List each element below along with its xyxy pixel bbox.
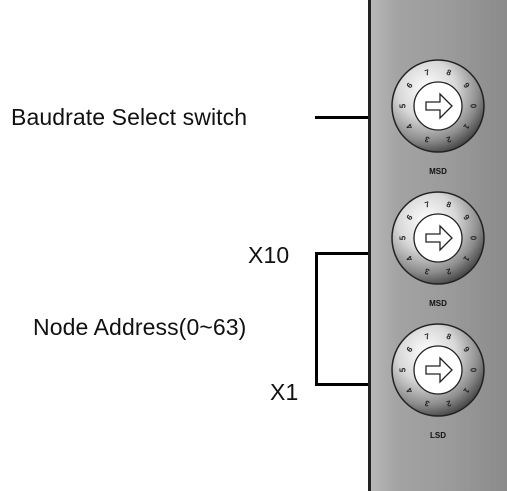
dial-digit-3: 3 — [423, 266, 431, 276]
baudrate-leader-line — [315, 116, 395, 119]
dial-digit-5: 5 — [399, 367, 408, 372]
dial-digit-7: 7 — [424, 332, 432, 342]
dial-digit-1: 1 — [461, 122, 471, 131]
baudrate-switch-caption: MSD — [429, 167, 447, 176]
panel-edge — [368, 0, 371, 491]
dial-digit-9: 9 — [461, 81, 471, 90]
dial-digit-9: 9 — [461, 213, 471, 222]
dial-digit-5: 5 — [399, 103, 408, 108]
dial-digit-4: 4 — [404, 386, 414, 395]
dial-digit-1: 1 — [461, 254, 471, 263]
dial-digit-2: 2 — [445, 398, 453, 408]
rotary-switch-icon: 0 12 34 5 67 89 — [391, 59, 485, 153]
dial-digit-6: 6 — [405, 345, 415, 354]
dial-digit-4: 4 — [404, 122, 414, 131]
dial-digit-2: 2 — [445, 134, 453, 144]
dial-digit-2: 2 — [445, 266, 453, 276]
x1-switch-caption: LSD — [430, 431, 446, 440]
dial-digit-5: 5 — [399, 235, 408, 240]
x10-label: X10 — [248, 242, 290, 268]
dial-digit-4: 4 — [404, 254, 414, 263]
rotary-switch-icon: 0 12 34 5 67 89 — [391, 323, 485, 417]
dial-digit-1: 1 — [461, 386, 471, 395]
dial-arrow — [425, 356, 453, 384]
dial-digit-0: 0 — [469, 104, 478, 109]
dial-digit-7: 7 — [424, 200, 432, 210]
node-address-label: Node Address(0~63) — [33, 314, 247, 340]
dial-digit-9: 9 — [461, 345, 471, 354]
dial-digit-0: 0 — [469, 236, 478, 241]
x1-leader-line — [315, 383, 395, 386]
dial-digit-8: 8 — [445, 68, 453, 78]
dial-digit-3: 3 — [423, 398, 431, 408]
x10-leader-line — [315, 252, 395, 255]
rotary-switch-icon: 0 12 34 5 67 89 — [391, 191, 485, 285]
x10-switch-caption: MSD — [429, 299, 447, 308]
dial-arrow — [425, 92, 453, 120]
dial-digit-8: 8 — [445, 332, 453, 342]
baudrate-select-label: Baudrate Select switch — [11, 104, 248, 130]
dial-digit-7: 7 — [424, 68, 432, 78]
dial-digit-3: 3 — [423, 134, 431, 144]
dial-arrow — [425, 224, 453, 252]
dial-digit-6: 6 — [405, 81, 415, 90]
dial-digit-6: 6 — [405, 213, 415, 222]
dial-digit-8: 8 — [445, 200, 453, 210]
x1-label: X1 — [270, 379, 299, 405]
node-address-bracket — [315, 252, 318, 386]
dial-digit-0: 0 — [469, 368, 478, 373]
